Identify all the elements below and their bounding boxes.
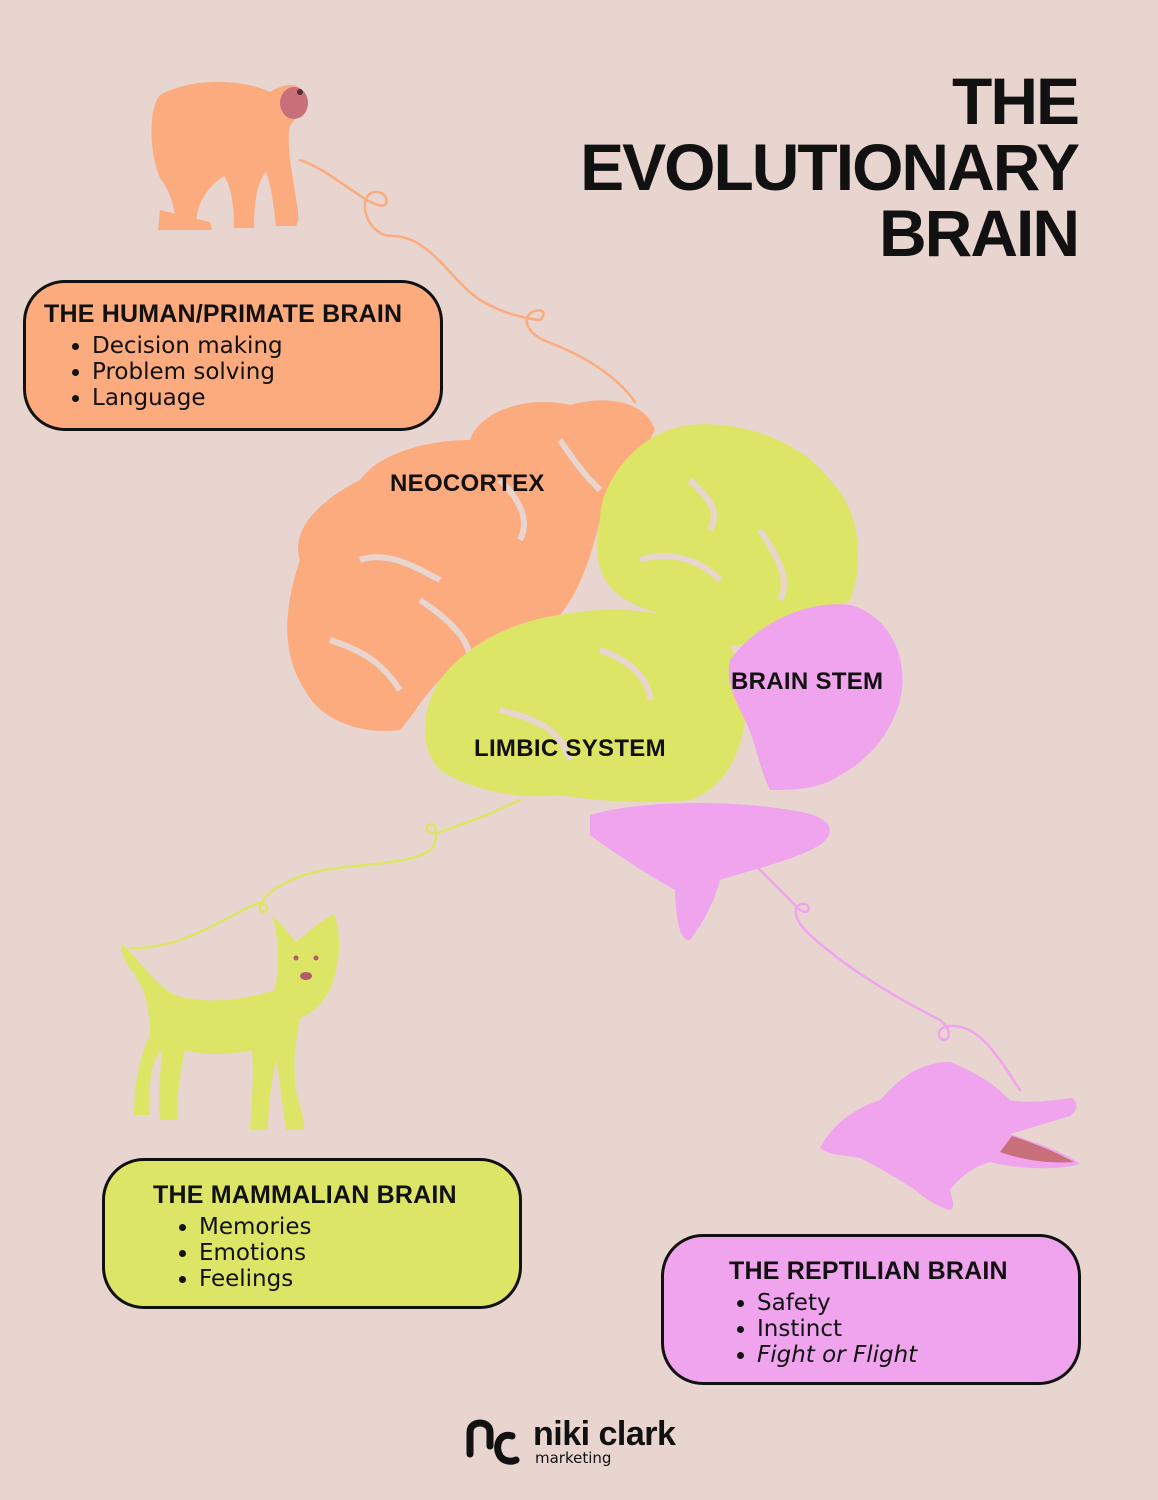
brain-icon: [287, 400, 903, 941]
logo-text: niki clark marketing: [533, 1415, 676, 1467]
list-item: Emotions: [199, 1240, 519, 1266]
list-item: Safety: [757, 1290, 1078, 1316]
mammalian-brain-card: THE MAMMALIAN BRAIN Memories Emotions Fe…: [102, 1158, 522, 1309]
title-line-1: THE: [952, 64, 1080, 138]
neocortex-label: NEOCORTEX: [390, 470, 545, 497]
mammalian-brain-title: THE MAMMALIAN BRAIN: [153, 1181, 457, 1209]
primate-brain-title: THE HUMAN/PRIMATE BRAIN: [44, 300, 403, 328]
mammalian-brain-list: Memories Emotions Feelings: [153, 1214, 519, 1292]
list-item: Feelings: [199, 1266, 519, 1292]
page-title: THE EVOLUTIONARY BRAIN: [580, 64, 1080, 270]
reptilian-brain-title: THE REPTILIAN BRAIN: [729, 1257, 1008, 1285]
title-line-3: BRAIN: [879, 196, 1080, 270]
list-item: Language: [92, 385, 440, 411]
dog-icon: [121, 914, 340, 1130]
chimpanzee-icon: [151, 81, 308, 230]
list-item: Memories: [199, 1214, 519, 1240]
logo-name: niki clark: [533, 1415, 676, 1453]
list-item: Decision making: [92, 333, 440, 359]
crocodile-icon: [820, 1062, 1080, 1210]
title-line-2: EVOLUTIONARY: [580, 130, 1080, 204]
list-item: Instinct: [757, 1316, 1078, 1342]
primate-brain-list: Decision making Problem solving Language: [44, 333, 440, 411]
list-item: Fight or Flight: [757, 1342, 1078, 1368]
brand-logo: niki clark marketing: [463, 1415, 676, 1467]
connector-primate: [298, 158, 637, 404]
connector-mammal: [128, 798, 522, 950]
logo-sub: marketing: [535, 1449, 612, 1467]
connector-reptile: [728, 838, 1022, 1092]
reptilian-brain-list: Safety Instinct Fight or Flight: [729, 1290, 1078, 1368]
limbic-system-label: LIMBIC SYSTEM: [474, 735, 666, 762]
reptilian-brain-card: THE REPTILIAN BRAIN Safety Instinct Figh…: [661, 1234, 1081, 1385]
brain-stem-label: BRAIN STEM: [731, 668, 884, 695]
logo-icon: [466, 1419, 520, 1465]
primate-brain-card: THE HUMAN/PRIMATE BRAIN Decision making …: [23, 280, 443, 431]
list-item: Problem solving: [92, 359, 440, 385]
